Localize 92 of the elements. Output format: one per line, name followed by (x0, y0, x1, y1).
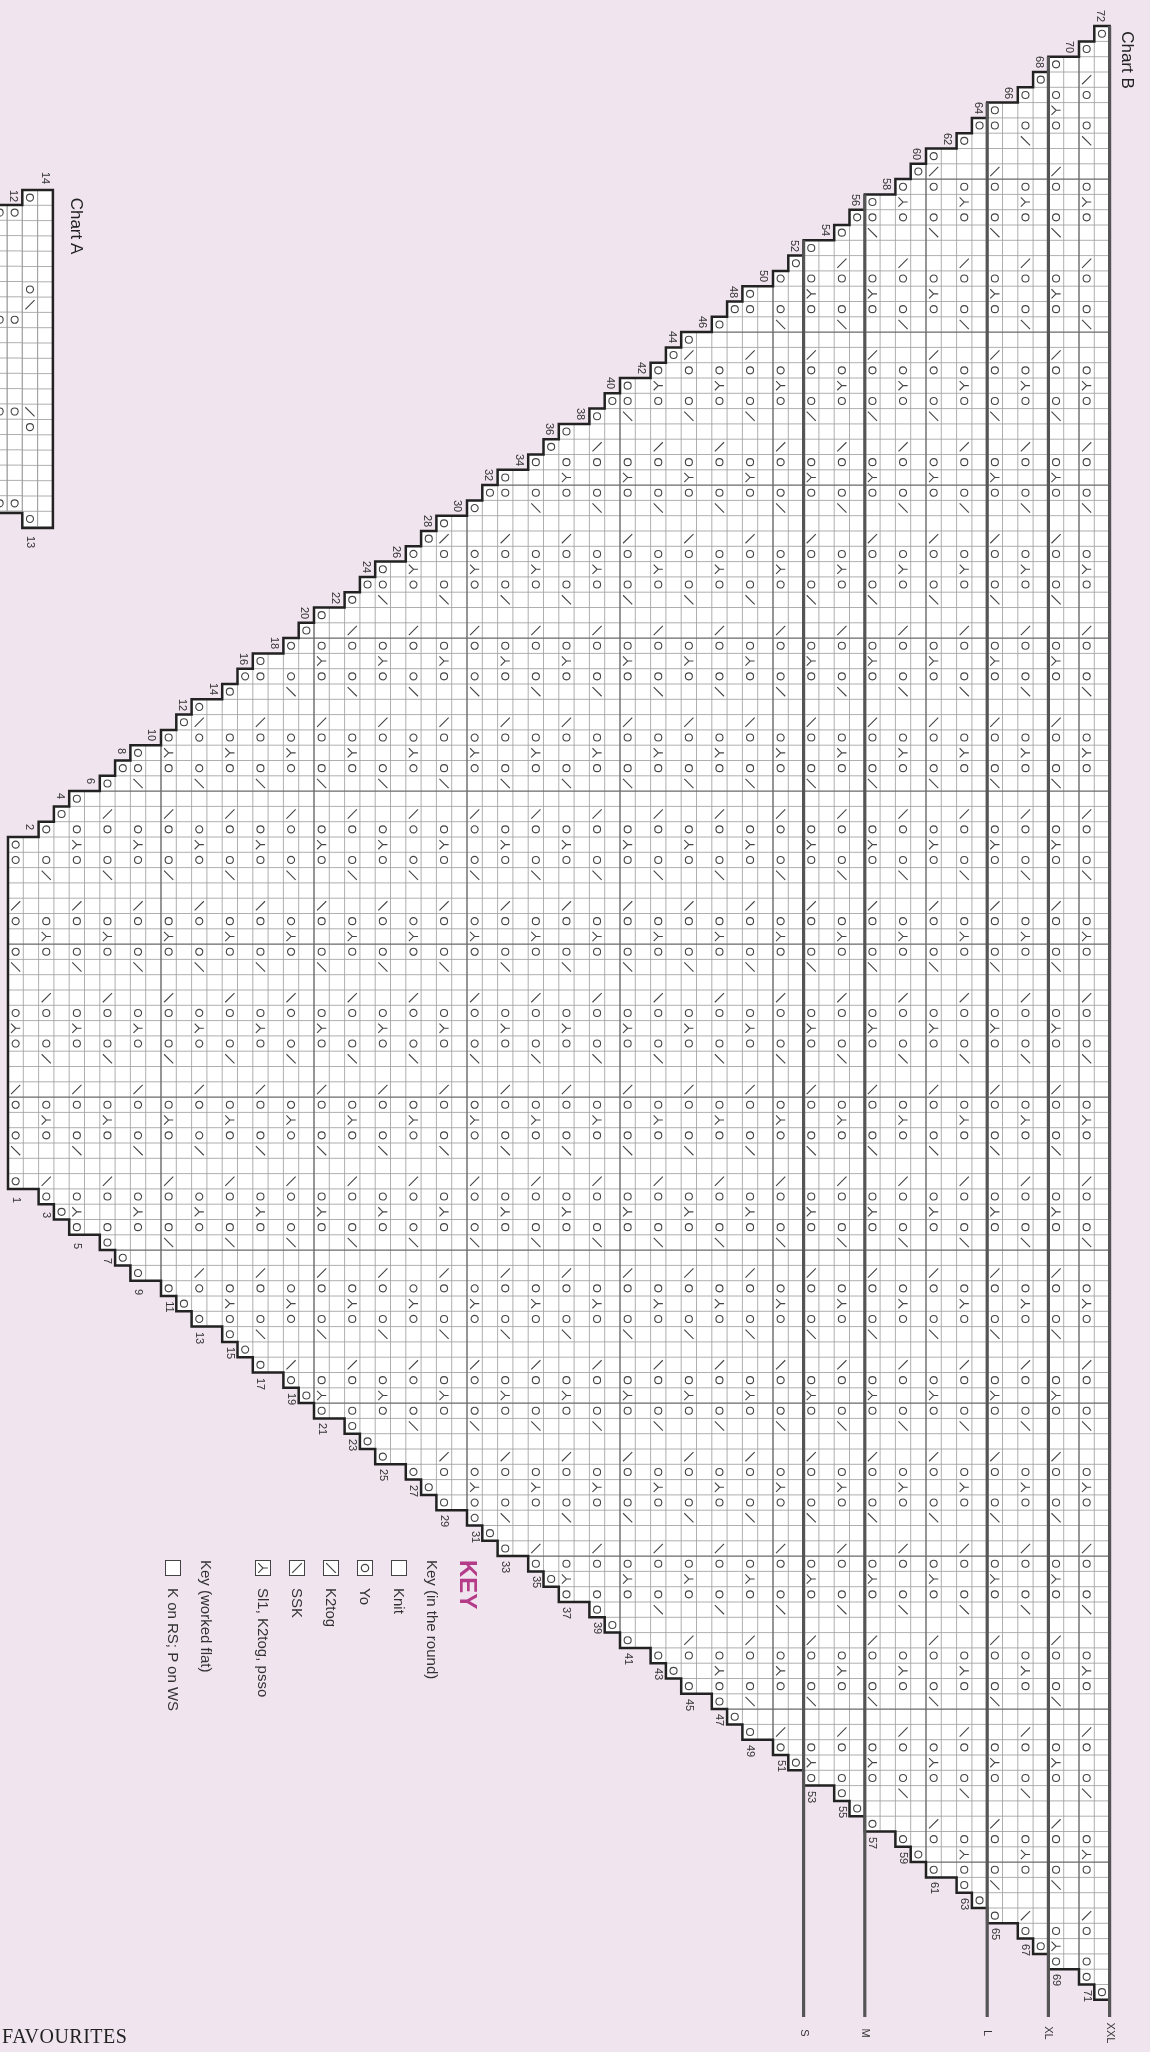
size-label: XL (1042, 2026, 1054, 2040)
row-number: 63 (958, 1897, 970, 1910)
row-number: 54 (819, 224, 831, 237)
row-number: 48 (727, 285, 739, 298)
row-number: 17 (254, 1377, 266, 1390)
chart-title: Chart B (1118, 31, 1136, 89)
legend-text: SSK (288, 1588, 308, 1618)
legend-text: Sl1, K2tog, psso (254, 1588, 274, 1698)
row-number: 30 (451, 499, 463, 512)
row-number: 14 (207, 683, 219, 696)
row-number: 37 (560, 1606, 572, 1620)
chart-title: Chart A (67, 197, 85, 255)
row-number: 52 (788, 239, 800, 252)
row-number: 9 (132, 1288, 144, 1295)
row-number: 56 (849, 193, 861, 206)
key-subheading: Key (worked flat) (197, 1560, 217, 1675)
row-number: 53 (805, 1790, 817, 1803)
row-number: 12 (7, 189, 19, 203)
row-number: 25 (377, 1469, 389, 1482)
row-number: 61 (928, 1882, 940, 1895)
row-number: 4 (54, 793, 66, 800)
key-heading: KEY (456, 1560, 480, 1612)
row-number: 62 (941, 132, 953, 145)
row-number: 67 (1019, 1943, 1031, 1956)
legend-text: K2tog (322, 1588, 342, 1628)
row-number: 5 (71, 1242, 83, 1249)
row-number: 21 (316, 1423, 328, 1436)
row-number: 23 (346, 1438, 358, 1451)
size-label: M (859, 2028, 871, 2038)
row-number: 42 (635, 361, 647, 375)
row-number: 16 (237, 652, 249, 665)
row-number: 11 (163, 1301, 175, 1313)
row-number: 19 (285, 1392, 297, 1405)
row-number: 38 (574, 407, 586, 420)
size-label: XXL (1104, 2022, 1116, 2044)
row-number: 1 (10, 1196, 22, 1203)
section-heading: FAVOURITES (2, 2026, 128, 2046)
row-number: 40 (604, 377, 616, 390)
row-number: 32 (482, 468, 494, 482)
row-number: 49 (744, 1744, 756, 1757)
row-number: 41 (622, 1652, 634, 1665)
row-number: 55 (836, 1805, 848, 1818)
row-number: 20 (298, 606, 310, 619)
row-number: 57 (866, 1836, 878, 1849)
row-number: 39 (591, 1622, 603, 1635)
row-number: 14 (39, 171, 51, 185)
row-number: 36 (543, 423, 555, 436)
row-number: 69 (1050, 1974, 1062, 1987)
row-number: 35 (530, 1576, 542, 1589)
row-number: 58 (880, 178, 892, 191)
legend-text: K on RS; P on WS (164, 1588, 184, 1712)
row-number: 47 (713, 1713, 725, 1727)
size-label: S (798, 2029, 810, 2037)
row-number: 6 (84, 778, 96, 785)
row-number: 13 (24, 535, 36, 549)
row-number: 71 (1081, 1989, 1093, 2002)
row-number: 43 (652, 1668, 664, 1681)
row-number: 33 (499, 1560, 511, 1574)
row-number: 50 (757, 270, 769, 283)
legend-text: Yo (356, 1588, 376, 1605)
row-number: 34 (513, 453, 525, 466)
row-number: 51 (775, 1759, 787, 1773)
row-number: 28 (421, 514, 433, 528)
row-number: 8 (115, 747, 127, 754)
row-number: 72 (1094, 9, 1106, 23)
row-number: 26 (390, 545, 402, 558)
row-number: 64 (972, 101, 984, 114)
row-number: 59 (897, 1851, 909, 1864)
row-number: 68 (1033, 55, 1045, 69)
row-number: 12 (176, 698, 188, 711)
row-number: 29 (438, 1515, 450, 1528)
row-number: 7 (101, 1258, 113, 1265)
key-subheading: Key (in the round) (423, 1560, 443, 1682)
row-number: 10 (145, 729, 157, 742)
row-number: 27 (407, 1484, 419, 1497)
legend-text: Knit (390, 1588, 410, 1614)
row-number: 24 (360, 560, 372, 573)
row-number: 60 (910, 147, 922, 160)
row-number: 3 (40, 1212, 52, 1219)
row-number: 2 (23, 823, 35, 831)
row-number: 13 (193, 1331, 205, 1344)
row-number: 44 (666, 331, 678, 344)
row-number: 15 (224, 1346, 236, 1359)
size-label: L (981, 2029, 993, 2037)
row-number: 70 (1063, 40, 1075, 53)
row-number: 66 (1002, 86, 1014, 99)
row-number: 31 (469, 1530, 481, 1543)
row-number: 46 (696, 315, 708, 329)
row-number: 45 (683, 1698, 695, 1711)
row-number: 18 (268, 637, 280, 650)
row-number: 65 (989, 1928, 1001, 1941)
row-number: 22 (329, 591, 341, 604)
